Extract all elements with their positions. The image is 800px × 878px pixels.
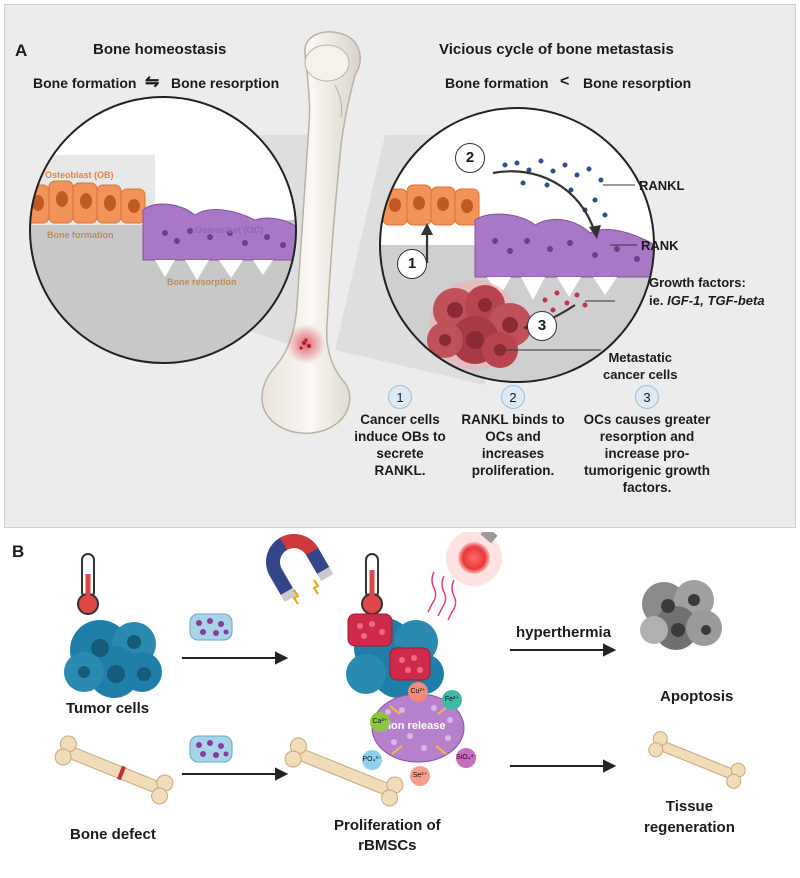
panel-a-graphics [29,31,655,434]
growth-factors-examples: ie. IGF-1, TGF-beta [649,293,765,308]
step-3-text: OCs causes greater resorption and increa… [583,412,711,495]
bone-defect-label: Bone defect [70,826,156,843]
panel-b: B Tumor cells hyperthermia Apoptosis Bon… [4,532,796,876]
metastasis-formation: Bone formation [445,75,549,91]
cycle-step-2-marker: 2 [455,143,485,173]
apoptotic-cells [640,580,722,650]
copper-ion-badge: Cu²⁺ [408,682,428,702]
tumor-site-glow [286,324,326,364]
cycle-step-1-marker: 1 [397,249,427,279]
cycle-step-3-marker: 3 [527,311,557,341]
panel-b-letter: B [12,542,25,561]
scaffold-icon-top [189,613,233,641]
growth-factors-prefix: ie. [649,293,668,308]
calcium-ion-badge: Ca²⁺ [370,712,390,732]
growth-factors-italic: IGF-1, TGF-beta [667,293,765,308]
rank-label: RANK [641,238,679,253]
magnet-field-sparks [292,579,320,605]
rankl-label: RANKL [639,178,685,193]
ion-release-label: Ion release [388,720,446,732]
phosphate-ion-badge: PO₄³⁻ [362,750,382,770]
metastasis-resorption: Bone resorption [583,75,692,91]
equilibrium-symbol: ⇋ [145,72,160,91]
step-1-badge: 1 [388,385,412,409]
step-1-text: Cancer cells induce OBs to secrete RANKL… [354,412,446,478]
magnet-icon [266,534,334,602]
thermometer-icon-2 [361,553,383,615]
thermometer-icon-1 [77,553,99,615]
regenerated-bone-icon [648,731,746,789]
light-rays [427,571,457,621]
silicate-ion-badge: SiO₄⁴⁻ [456,748,477,768]
apoptosis-label: Apoptosis [660,688,734,705]
light-bulb-icon [446,532,502,586]
step-3-badge: 3 [635,385,659,409]
femur-bone [261,31,361,434]
osteoblast-label: Osteoblast (OB) [45,170,114,180]
bone-formation-small-label: Bone formation [47,230,114,240]
selenium-ion-badge: Se²⁺ [410,766,430,786]
step-2-badge: 2 [501,385,525,409]
iron-ion-badge: Fe³⁺ [442,690,462,710]
metastatic-tumor [427,280,532,370]
scaffold-icon-bottom [189,735,233,763]
homeostasis-formation: Bone formation [33,75,137,91]
growth-factors-label: Growth factors: [649,275,746,290]
proliferation-label: Proliferation of rBMSCs [334,817,441,854]
osteoclast-label: Osteoclast (OC) [195,225,264,235]
tumor-cells-cluster [64,620,162,698]
panel-a-letter: A [15,41,28,60]
step-2-text: RANKL binds to OCs and increases prolife… [461,412,565,478]
tissue-regeneration-label: Tissue regeneration [644,798,735,836]
tumor-cells-label: Tumor cells [66,700,150,717]
panel-b-graphics [54,532,746,807]
bone-with-scaffold-icon [284,737,404,807]
less-than-symbol: < [560,73,570,90]
bone-resorption-small-label: Bone resorption [167,277,237,287]
tumor-with-scaffolds [346,613,444,698]
metastasis-title: Vicious cycle of bone metastasis [439,41,674,58]
homeostasis-title: Bone homeostasis [93,41,227,58]
metastatic-cancer-label: Metastatic cancer cells [603,350,678,382]
metastasis-circle [379,107,655,383]
homeostasis-resorption: Bone resorption [171,75,280,91]
panel-a: A Bone homeostasis Bone formation ⇋ Bone… [4,4,796,528]
hyperthermia-label: hyperthermia [516,624,612,641]
bone-defect-icon [54,735,174,805]
